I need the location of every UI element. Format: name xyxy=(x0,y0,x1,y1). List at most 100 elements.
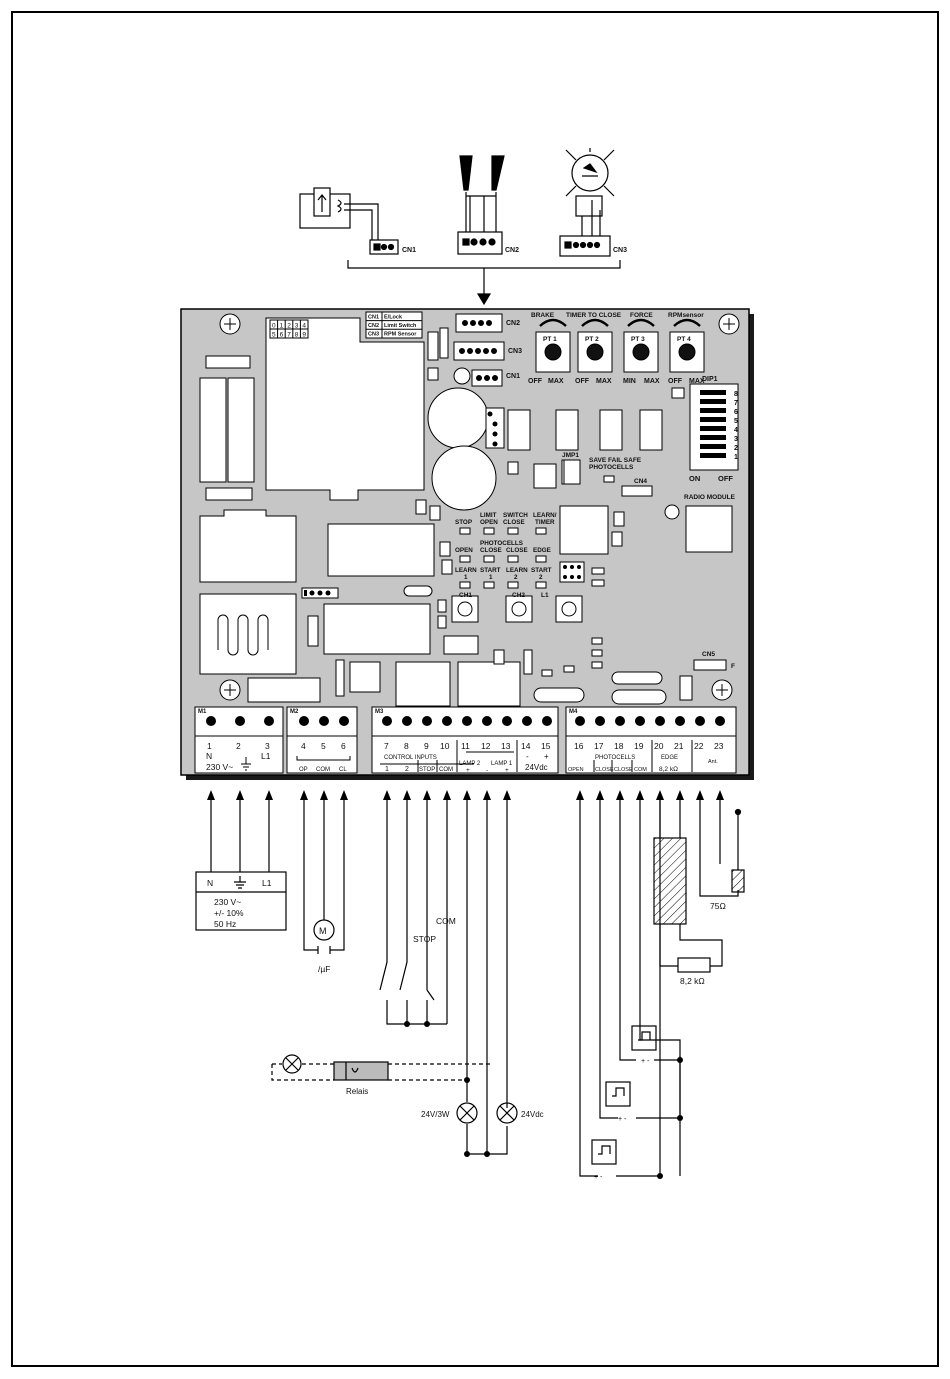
t17: 17 xyxy=(594,741,604,751)
led-edge: EDGE xyxy=(533,547,551,554)
pot2-hi: MAX xyxy=(596,378,612,385)
legend-cn3-name: RPM Sensor xyxy=(384,332,417,338)
ant-resistor: 75Ω xyxy=(710,901,726,911)
jmp1-label: JMP1 xyxy=(562,452,579,459)
t-ant: Ant. xyxy=(708,759,718,765)
cn4-label: CN4 xyxy=(634,478,647,485)
led-pc-close1: CLOSE xyxy=(480,547,502,554)
pot2-lo: OFF xyxy=(575,378,590,385)
wiring-text: N L1 230 V~ +/- 10% 50 Hz M /µF COM STOP… xyxy=(207,878,726,1181)
pot3-hi: MAX xyxy=(644,378,660,385)
t15: 15 xyxy=(541,741,551,751)
t-230: 230 V~ xyxy=(206,762,233,772)
lamp-24v3w: 24V/3W xyxy=(421,1110,450,1119)
pot2-title: TIMER TO CLOSE xyxy=(566,312,622,319)
board-text: 0 1 2 3 4 5 6 7 8 9 CN1 E/Lock CN2 Limit… xyxy=(272,312,738,670)
pot3-title: FORCE xyxy=(630,312,653,319)
t-edge-ohm: 8,2 kΩ xyxy=(659,766,678,773)
jumper-grid-0: 0 xyxy=(272,323,276,330)
led-learn2: LEARN xyxy=(506,567,528,574)
cn2-top-label: CN2 xyxy=(505,247,519,254)
t-pc-com: COM xyxy=(634,767,647,773)
ch2-label: CH2 xyxy=(512,592,525,599)
t-24vdc: 24Vdc xyxy=(525,763,548,772)
t7: 7 xyxy=(384,741,389,751)
legend-cn1-id: CN1 xyxy=(368,315,379,321)
input-com: COM xyxy=(436,916,456,926)
pc2-pm: + - xyxy=(618,1116,627,1123)
t2: 2 xyxy=(236,741,241,751)
led-pc-close2: CLOSE xyxy=(506,547,528,554)
f-label: F xyxy=(731,663,735,670)
wiring xyxy=(195,790,745,1179)
terminal-text: M1 M2 M3 M4 1 2 3 N L1 230 V~ 4 5 6 OP C… xyxy=(198,709,724,774)
board-cn2-label: CN2 xyxy=(506,320,520,327)
jumper-grid-9: 9 xyxy=(302,332,306,339)
pot4-title: RPMsensor xyxy=(668,312,704,319)
jumper-grid-3: 3 xyxy=(295,323,299,330)
t11: 11 xyxy=(461,741,470,751)
t-lamp1: LAMP 1 xyxy=(491,761,513,767)
led-photocells: PHOTOCELLS xyxy=(480,540,523,547)
led-learn1: LEARN xyxy=(455,567,477,574)
t23: 23 xyxy=(714,741,724,751)
m1-name: M1 xyxy=(198,709,207,715)
legend-cn2-name: Limit Switch xyxy=(384,323,417,329)
dip-off: OFF xyxy=(718,474,733,483)
led-switch: SWITCH xyxy=(503,512,528,519)
pot1-lo: OFF xyxy=(528,378,543,385)
dip-num-8: 8 xyxy=(734,391,738,398)
lamp-24vdc: 24Vdc xyxy=(521,1110,544,1119)
t-lamp2: LAMP 2 xyxy=(459,761,481,767)
board-cn1-label: CN1 xyxy=(506,373,520,380)
t10: 10 xyxy=(440,741,450,751)
jumper-grid-6: 6 xyxy=(280,332,284,339)
t1: 1 xyxy=(207,741,212,751)
t-lamp-plus1: + xyxy=(466,767,470,774)
jumper-grid-4: 4 xyxy=(302,323,306,330)
t-com-m3: COM xyxy=(439,767,453,773)
t9: 9 xyxy=(424,741,429,751)
pc3-pm: + - xyxy=(641,1058,650,1065)
t19: 19 xyxy=(634,741,644,751)
m3-name: M3 xyxy=(375,709,384,715)
dip-title: DIP1 xyxy=(702,376,718,383)
board-cn3-label: CN3 xyxy=(508,348,522,355)
legend-cn2-id: CN2 xyxy=(368,323,379,329)
t12: 12 xyxy=(481,741,491,751)
led-switch-close: CLOSE xyxy=(503,519,525,526)
t18: 18 xyxy=(614,741,624,751)
t8: 8 xyxy=(404,741,409,751)
m4-name: M4 xyxy=(569,709,578,715)
pc1-pm: + - xyxy=(594,1174,603,1181)
led-start1-n: 1 xyxy=(489,574,493,581)
pot4-id: PT 4 xyxy=(677,336,691,343)
t14: 14 xyxy=(521,741,531,751)
t5: 5 xyxy=(321,741,326,751)
t3: 3 xyxy=(265,741,270,751)
legend-cn3-id: CN3 xyxy=(368,332,379,338)
cn3-top-label: CN3 xyxy=(613,247,627,254)
l1-label: L1 xyxy=(541,592,549,599)
pot4-lo: OFF xyxy=(668,378,683,385)
led-learn1-n: 1 xyxy=(464,574,468,581)
led-stop: STOP xyxy=(455,519,472,526)
t16: 16 xyxy=(574,741,584,751)
led-limit: LIMIT xyxy=(480,512,497,519)
motor-m: M xyxy=(319,926,327,936)
pot2-id: PT 2 xyxy=(585,336,599,343)
input-stop: STOP xyxy=(413,934,436,944)
led-pc-open: OPEN xyxy=(455,547,473,554)
board-components xyxy=(199,311,740,707)
t-com-m2: COM xyxy=(316,767,330,773)
t-c1: 1 xyxy=(385,766,389,773)
led-timer: TIMER xyxy=(535,519,555,526)
t6: 6 xyxy=(341,741,346,751)
led-start2: START xyxy=(531,567,552,574)
t-photocells: PHOTOCELLS xyxy=(595,755,635,761)
t-l1: L1 xyxy=(261,751,271,761)
t-pc-close2: CLOSE xyxy=(614,767,633,773)
t4: 4 xyxy=(301,741,306,751)
page-frame xyxy=(11,11,939,1367)
